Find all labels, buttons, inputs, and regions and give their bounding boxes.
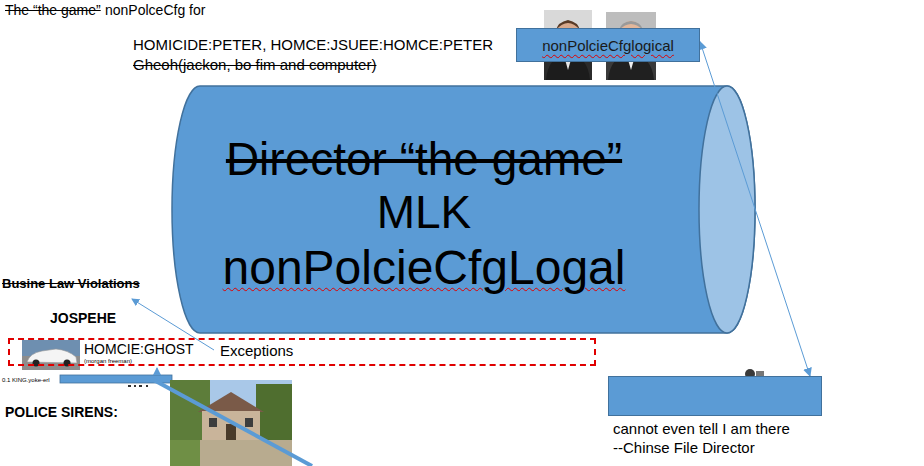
- dashed-region: HOMCIE:GHOST(morgan freeman) Exceptions: [8, 338, 596, 366]
- scribble-marks: [128, 385, 148, 387]
- double-arrow: [700, 42, 810, 376]
- section-label: POLICE SIRENS:: [5, 404, 118, 420]
- tiny-label: 0.1 KING.yoke-erl: [2, 377, 50, 384]
- name-label: JOSPEHE: [50, 310, 116, 326]
- cylinder-title: nonPolcieCfgLogal: [223, 239, 626, 297]
- quote-text: cannot even tell I am there: [613, 420, 790, 437]
- diagonal-line: [150, 378, 312, 466]
- quote-author: --Chinse File Director: [613, 439, 755, 456]
- struck-title: Director “the game”: [226, 133, 622, 186]
- cylinder-node: Director “the game”MLKnonPolcieCfgLogal: [172, 86, 756, 333]
- region-label: Exceptions: [220, 342, 293, 359]
- struck-note: Gheoh(jackon, bo fim and computer): [133, 56, 376, 73]
- name-label: HOMCIE:GHOST: [84, 341, 194, 357]
- sub-label: (morgan freeman): [84, 358, 132, 365]
- blue-box: cannot even tell I am there--Chinse File…: [608, 376, 822, 416]
- cylinder-shape: [172, 86, 755, 333]
- struck-heading: Busine Law Violations: [2, 277, 140, 292]
- struck-heading: The “the game”: [5, 2, 101, 18]
- cylinder-title: MLK: [377, 186, 472, 239]
- names-line: HOMICIDE:PETER, HOMCE:JSUEE:HOMCE:PETER: [133, 36, 493, 53]
- box-text: nonPolcieCfglogical: [542, 37, 674, 54]
- leader-line: [157, 368, 158, 375]
- heading-text: nonPolceCfg for: [105, 2, 205, 18]
- blue-box: nonPolcieCfglogical: [516, 28, 700, 62]
